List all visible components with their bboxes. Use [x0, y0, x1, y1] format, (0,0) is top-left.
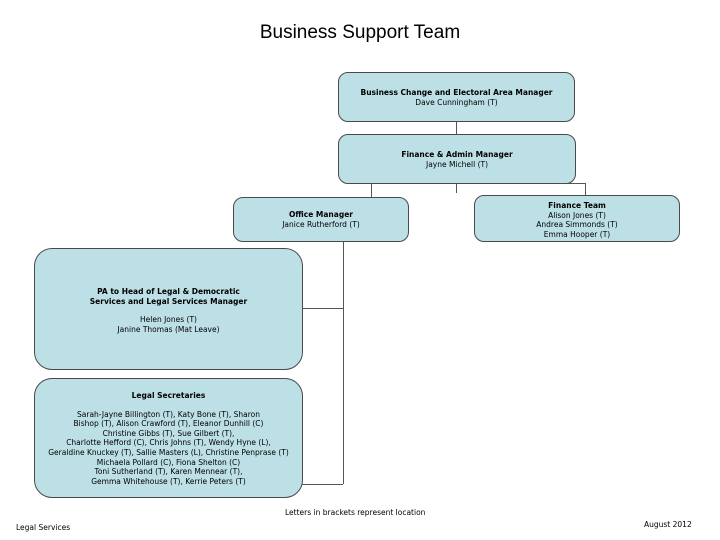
node-office-manager: Office Manager Janice Rutherford (T)	[233, 197, 409, 242]
node-role: Legal Secretaries	[131, 391, 206, 400]
node-people: Dave Cunningham (T)	[415, 97, 498, 107]
node-legal-secretaries: Legal Secretaries Sarah-Jayne Billington…	[34, 378, 303, 498]
node-people: Helen Jones (T) Janine Thomas (Mat Leave…	[117, 315, 220, 334]
footer-left-label: Legal Services	[16, 523, 71, 532]
connector-om-down	[343, 241, 344, 484]
node-finance-admin-manager: Finance & Admin Manager Jayne Michell (T…	[338, 134, 576, 184]
connector-om-ls	[302, 484, 343, 485]
node-pa-head-of-legal: PA to Head of Legal & Democratic Service…	[34, 248, 303, 370]
location-note: Letters in brackets represent location	[285, 508, 426, 517]
connector-fam-branch	[456, 183, 457, 193]
node-role: Finance & Admin Manager	[401, 150, 513, 159]
connector-bcm-fam	[456, 121, 457, 135]
connector-om-pa	[302, 308, 343, 309]
node-people: Janice Rutherford (T)	[282, 219, 360, 229]
connector-branch-right	[585, 183, 586, 196]
footer-date: August 2012	[644, 520, 692, 529]
node-people: Alison Jones (T) Andrea Simmonds (T) Emm…	[536, 210, 618, 239]
node-people: Jayne Michell (T)	[425, 159, 489, 169]
node-role: Business Change and Electoral Area Manag…	[360, 88, 553, 97]
node-role: Finance Team	[548, 201, 606, 210]
connector-branch-left	[371, 183, 372, 198]
node-role: PA to Head of Legal & Democratic Service…	[89, 287, 248, 306]
node-role: Office Manager	[289, 210, 353, 219]
node-people: Sarah-Jayne Billington (T), Katy Bone (T…	[48, 409, 289, 486]
node-finance-team: Finance Team Alison Jones (T) Andrea Sim…	[474, 195, 680, 242]
page-title: Business Support Team	[259, 22, 461, 43]
node-business-change-manager: Business Change and Electoral Area Manag…	[338, 72, 575, 122]
